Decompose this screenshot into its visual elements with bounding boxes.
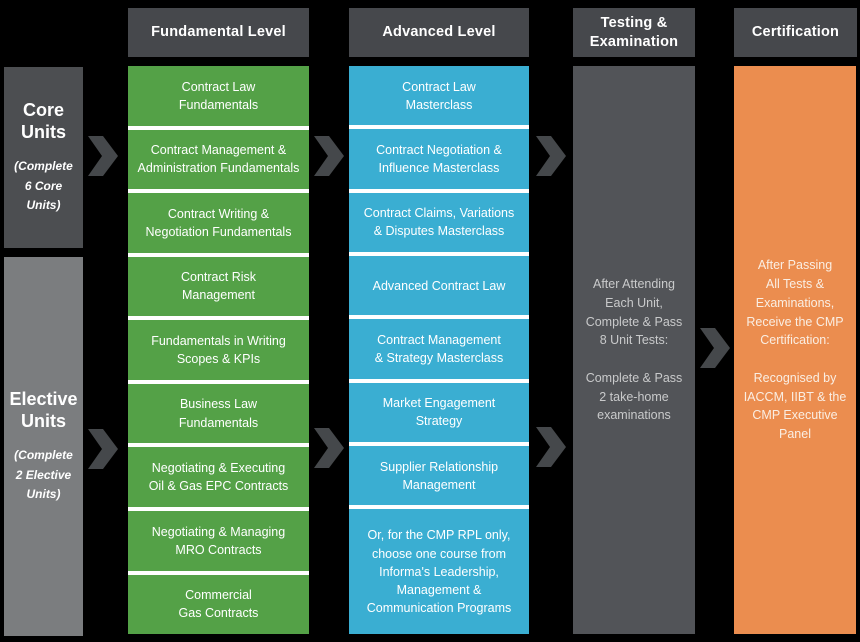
fundamental-unit-box: Contract Risk Management <box>128 256 309 317</box>
fundamental-unit-box: Contract Management & Administration Fun… <box>128 129 309 190</box>
fundamental-unit-box: Contract Law Fundamentals <box>128 66 309 126</box>
fundamental-unit-box: Fundamentals in Writing Scopes & KPIs <box>128 320 309 380</box>
core-units-label: Core Units (Complete 6 Core Units) <box>4 67 83 248</box>
advanced-unit-box: Contract Management & Strategy Mastercla… <box>349 319 529 379</box>
fundamental-level-column: Contract Law Fundamentals Contract Manag… <box>128 66 309 635</box>
testing-examination-box: After Attending Each Unit, Complete & Pa… <box>573 66 695 634</box>
advanced-unit-box: Or, for the CMP RPL only, choose one cou… <box>349 509 529 635</box>
elective-units-label: Elective Units (Complete 2 Elective Unit… <box>4 257 83 636</box>
elective-units-title: Elective Units <box>9 389 78 431</box>
elective-units-note: (Complete 2 Elective Units) <box>14 448 73 501</box>
fundamental-unit-box: Business Law Fundamentals <box>128 383 309 444</box>
certification-box: After Passing All Tests & Examinations, … <box>734 66 856 634</box>
arrow-advanced-to-testing-bottom-icon <box>536 427 566 467</box>
advanced-unit-box: Market Engagement Strategy <box>349 382 529 443</box>
arrow-fundamental-to-advanced-bottom-icon <box>314 428 344 468</box>
fundamental-unit-box: Contract Writing & Negotiation Fundament… <box>128 193 309 253</box>
arrow-advanced-to-testing-top-icon <box>536 136 566 176</box>
core-units-title: Core Units <box>21 100 66 142</box>
advanced-unit-box: Advanced Contract Law <box>349 256 529 316</box>
advanced-unit-box: Supplier Relationship Management <box>349 446 529 506</box>
advanced-unit-box: Contract Law Masterclass <box>349 66 529 126</box>
header-fundamental-level: Fundamental Level <box>128 8 309 57</box>
header-certification: Certification <box>734 8 857 57</box>
arrow-core-to-fundamental-icon <box>88 136 118 176</box>
fundamental-unit-box: Negotiating & Managing MRO Contracts <box>128 510 309 571</box>
core-units-note: (Complete 6 Core Units) <box>14 159 73 212</box>
arrow-testing-to-certification-icon <box>700 328 730 368</box>
fundamental-unit-box: Commercial Gas Contracts <box>128 574 309 635</box>
header-testing-examination: Testing & Examination <box>573 8 695 57</box>
advanced-unit-box: Contract Claims, Variations & Disputes M… <box>349 192 529 253</box>
header-advanced-level: Advanced Level <box>349 8 529 57</box>
advanced-unit-box: Contract Negotiation & Influence Masterc… <box>349 129 529 189</box>
advanced-level-column: Contract Law Masterclass Contract Negoti… <box>349 66 529 635</box>
arrow-elective-to-fundamental-icon <box>88 429 118 469</box>
fundamental-unit-box: Negotiating & Executing Oil & Gas EPC Co… <box>128 447 309 507</box>
arrow-fundamental-to-advanced-top-icon <box>314 136 344 176</box>
